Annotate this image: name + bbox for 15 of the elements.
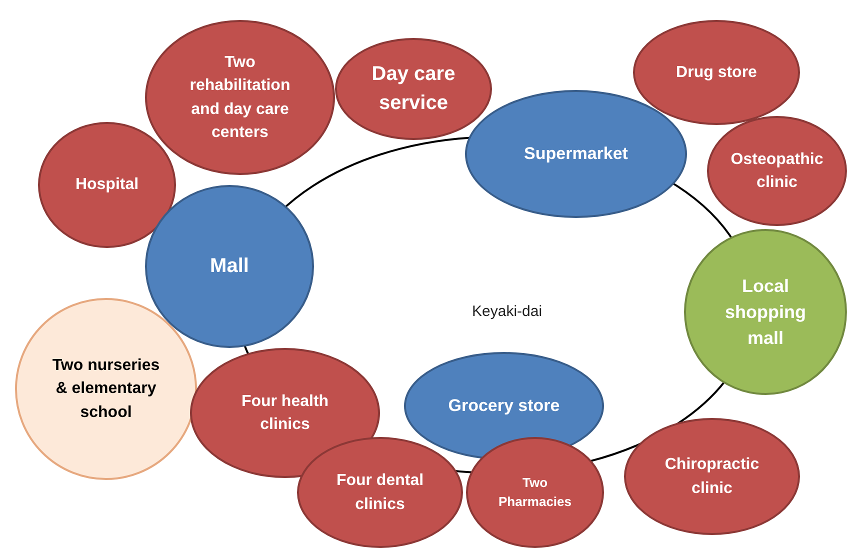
- place-name: Four dental clinics: [335, 471, 425, 514]
- place-name: Two Pharmacies: [498, 474, 572, 510]
- area-label: Keyaki-dai: [472, 303, 542, 320]
- place-name: Day care service: [370, 62, 456, 116]
- place-name: Two rehabilitation and day care centers: [188, 53, 292, 143]
- place-name: Mall: [210, 254, 249, 279]
- place-name: Chiropractic clinic: [664, 455, 760, 498]
- place-name: Hospital: [75, 175, 139, 196]
- place-name: Two nurseries & elementary school: [51, 356, 161, 423]
- place-name: Local shopping mall: [724, 274, 807, 350]
- place-name: Supermarket: [524, 142, 628, 165]
- place-name: Osteopathic clinic: [730, 150, 824, 193]
- place-name: Four health clinics: [240, 392, 330, 435]
- place-name: Drug store: [676, 62, 757, 83]
- place-name: Grocery store: [448, 394, 560, 417]
